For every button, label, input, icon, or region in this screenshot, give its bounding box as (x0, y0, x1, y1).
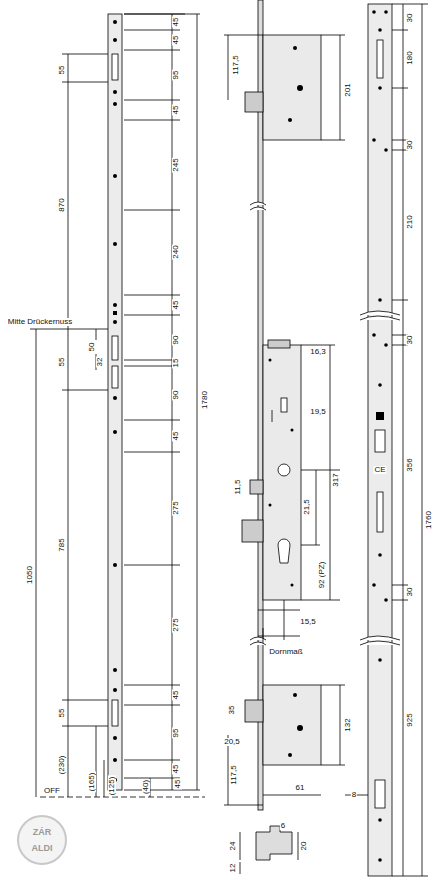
dimension-line (403, 4, 404, 876)
faceplate-holes (372, 10, 388, 862)
dimension-line (172, 14, 173, 790)
main-lock-case (263, 345, 301, 600)
dimension-label: (125) (108, 776, 116, 797)
dimension-label: 45 (172, 35, 180, 46)
dimension-label: 1050 (26, 565, 34, 585)
dimension-label: 356 (406, 457, 414, 472)
deadbolt (242, 520, 263, 542)
cylinder-hole (278, 539, 290, 563)
side-strip (258, 0, 263, 810)
dimension-label: 8 (351, 791, 357, 799)
dimension-label: 30 (406, 13, 414, 24)
watermark-logo (18, 816, 66, 864)
bolt (245, 92, 263, 112)
strip-holes (113, 20, 117, 782)
dimension-label: 275 (172, 617, 180, 632)
cross-section (256, 826, 292, 860)
dimension-label: 61 (295, 784, 306, 792)
dimension-label: 132 (344, 717, 352, 732)
dimension-label: 55 (58, 65, 66, 76)
dimension-label: 24 (229, 841, 237, 852)
dimension-label: 870 (58, 197, 66, 212)
dimension-label: 90 (172, 335, 180, 346)
dimension-label: 1780 (201, 390, 209, 410)
dimension-label: 245 (172, 157, 180, 172)
dimension-label: OFF (43, 787, 61, 795)
dimension-label: 45 (172, 431, 180, 442)
dimension-line (197, 14, 198, 790)
dimension-label: (165) (88, 772, 96, 793)
dimension-label: 15 (172, 358, 180, 369)
dimension-label: 45 (174, 779, 182, 790)
dimension-label: 20,5 (223, 738, 241, 746)
dimension-label: 92 (PZ) (318, 561, 326, 590)
dimension-label: 12 (229, 863, 237, 874)
dimension-label: 180 (406, 50, 414, 65)
dimension-label: 55 (58, 357, 66, 368)
follower (278, 464, 290, 476)
bolt (245, 700, 263, 722)
dimension-label: 45 (172, 690, 180, 701)
dimension-ticks (392, 4, 428, 876)
dimension-label: 35 (228, 705, 236, 716)
dimension-label: 15,5 (299, 618, 317, 626)
dimension-label: 210 (406, 214, 414, 229)
dimension-label: 45 (172, 300, 180, 311)
dimension-lines (30, 54, 150, 797)
dimension-label: 6 (280, 822, 286, 830)
dimension-label: 90 (172, 390, 180, 401)
dimension-label: Mitte Drückernuss (7, 318, 73, 326)
dimension-label: 785 (58, 537, 66, 552)
dimension-label: 55 (58, 708, 66, 719)
dimension-label: 925 (406, 712, 414, 727)
dimension-label: 30 (406, 140, 414, 151)
dimension-label: 95 (172, 70, 180, 81)
dimension-label: 11,5 (234, 479, 242, 496)
dimension-label: 30 (406, 335, 414, 346)
dimension-label: 95 (172, 728, 180, 739)
dimension-label: 32 (96, 357, 104, 368)
datum-line (40, 797, 205, 798)
dimension-label: 240 (172, 244, 180, 259)
top-gearbox (263, 35, 321, 140)
dimension-label: 16,3 (309, 348, 327, 356)
dimension-label: 1760 (425, 510, 433, 530)
dimension-label: 45 (172, 764, 180, 775)
dimension-label: 45 (172, 17, 180, 28)
dimension-label: (40) (142, 779, 150, 795)
bottom-gearbox (263, 685, 321, 765)
dimension-label: 275 (172, 500, 180, 515)
watermark-text: ZÁR (32, 828, 53, 837)
strip-slots (112, 54, 118, 726)
dimension-line (422, 4, 423, 876)
dimension-label: 317 (332, 472, 340, 487)
dimension-label: (230) (58, 755, 66, 776)
dimension-label: 50 (88, 342, 96, 353)
latch (250, 480, 263, 494)
dimension-label: 45 (172, 105, 180, 116)
lock-strip (108, 14, 122, 790)
watermark-text: ALDI (31, 844, 54, 853)
faceplate (368, 4, 392, 876)
dimension-label: 30 (406, 587, 414, 598)
dimension-label: CE (373, 466, 386, 474)
dimension-label: 21,5 (303, 498, 311, 516)
dimension-label: 117,5 (230, 764, 238, 785)
dimension-label: 20 (300, 841, 308, 852)
dimension-label: 117,5 (232, 54, 240, 75)
break-mark (360, 311, 400, 645)
dimension-label: 201 (344, 82, 352, 97)
dimension-label: 19,5 (309, 408, 327, 416)
faceplate-slots (375, 40, 385, 808)
dimension-label: Dornmaß (268, 648, 303, 656)
dimension-ticks (124, 14, 200, 790)
